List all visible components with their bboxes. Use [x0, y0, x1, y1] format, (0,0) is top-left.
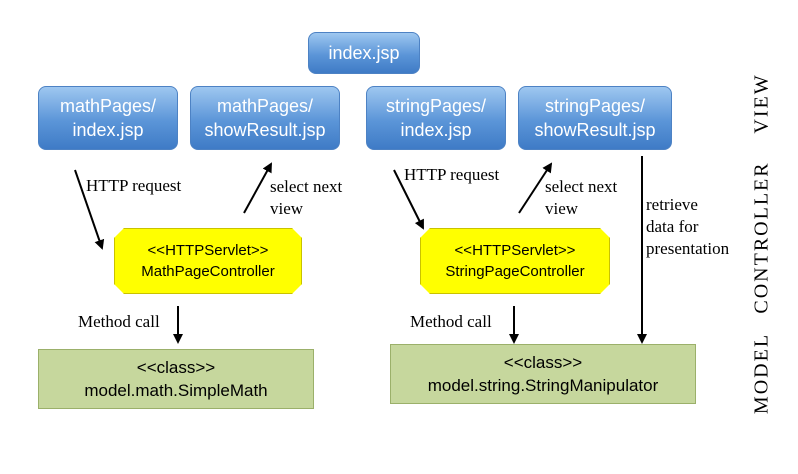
- string-controller-box: <<HTTPServlet>> StringPageController: [420, 228, 610, 294]
- select-next-line1: select next: [270, 177, 343, 196]
- math-index-line2: index.jsp: [72, 120, 144, 140]
- string-model-name: model.string.StringManipulator: [427, 376, 659, 395]
- math-model-stereotype: <<class>>: [136, 358, 216, 377]
- string-model-stereotype: <<class>>: [503, 353, 583, 372]
- arrow-http-request-math: [74, 169, 105, 250]
- http-request-label-math: HTTP request: [86, 176, 182, 195]
- layer-label-model: MODEL: [750, 332, 773, 415]
- retrieve-line2: data for: [646, 217, 699, 236]
- string-index-line2: index.jsp: [400, 120, 472, 140]
- select-next-view-label-string: select next view: [545, 176, 617, 220]
- string-model-box: <<class>> model.string.StringManipulator: [390, 344, 696, 404]
- arrow-select-view-string: [518, 162, 553, 214]
- select-next-view-label-math: select next view: [270, 176, 342, 220]
- retrieve-data-label: retrieve data for presentation: [646, 194, 729, 260]
- math-model-box: <<class>> model.math.SimpleMath: [38, 349, 314, 409]
- select-next-line2-string: view: [545, 199, 579, 218]
- string-controller-name: StringPageController: [445, 263, 585, 280]
- string-result-line2: showResult.jsp: [534, 120, 656, 140]
- string-result-box: stringPages/ showResult.jsp: [518, 86, 672, 150]
- select-next-line2: view: [270, 199, 304, 218]
- string-index-box: stringPages/ index.jsp: [366, 86, 506, 150]
- method-call-label-math: Method call: [78, 312, 160, 331]
- math-controller-name: MathPageController: [141, 263, 275, 280]
- arrows-layer: [74, 156, 647, 344]
- math-result-line2: showResult.jsp: [204, 120, 326, 140]
- arrow-select-view-math: [243, 162, 272, 214]
- retrieve-line3: presentation: [646, 239, 730, 258]
- math-controller-box: <<HTTPServlet>> MathPageController: [114, 228, 302, 294]
- string-result-line1: stringPages/: [544, 96, 646, 116]
- math-result-line1: mathPages/: [216, 96, 314, 116]
- index-jsp-box: index.jsp: [308, 32, 420, 74]
- math-controller-stereotype: <<HTTPServlet>>: [147, 242, 269, 259]
- string-controller-stereotype: <<HTTPServlet>>: [454, 242, 576, 259]
- method-call-label-string: Method call: [410, 312, 492, 331]
- math-index-line1: mathPages/: [59, 96, 157, 116]
- retrieve-line1: retrieve: [646, 195, 698, 214]
- arrow-http-request-string: [393, 169, 424, 230]
- math-model-name: model.math.SimpleMath: [84, 381, 268, 400]
- math-index-box: mathPages/ index.jsp: [38, 86, 178, 150]
- math-result-box: mathPages/ showResult.jsp: [190, 86, 340, 150]
- string-index-line1: stringPages/: [385, 96, 487, 116]
- select-next-line1-string: select next: [545, 177, 618, 196]
- http-request-label-string: HTTP request: [404, 165, 500, 184]
- index-jsp-label: index.jsp: [328, 43, 400, 63]
